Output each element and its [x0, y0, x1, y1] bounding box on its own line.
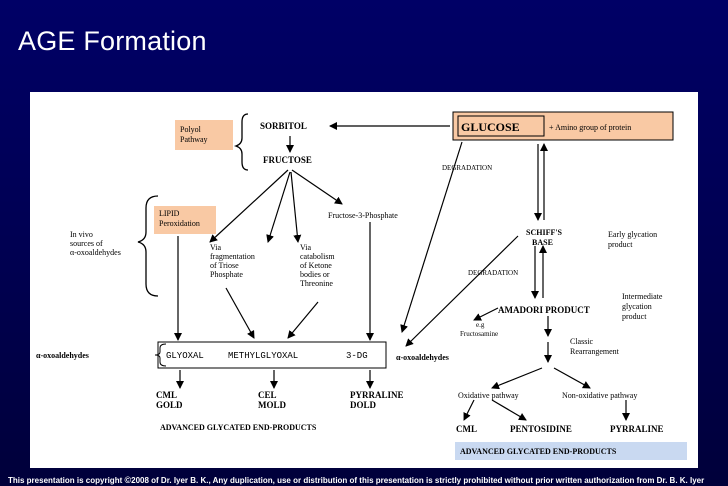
pentosidine-label: PENTOSIDINE — [510, 424, 572, 434]
cel-mold-label: CEL MOLD — [258, 390, 286, 410]
slide-title: AGE Formation — [18, 26, 207, 56]
3dg-label: 3-DG — [346, 351, 368, 361]
amadori-product-label: AMADORI PRODUCT — [498, 305, 590, 315]
arrow-glucose-oxo-right — [400, 141, 463, 333]
glyoxal-label: GLYOXAL — [166, 351, 204, 361]
in-vivo-sources-label: In vivo sources of α-oxoaldehydes — [70, 230, 121, 257]
pyrraline-dold-label: PYRRALINE DOLD — [350, 390, 406, 410]
arrow-split-oxidative — [491, 367, 543, 390]
arrow-split-nonoxidative — [553, 367, 591, 389]
methylglyoxal-label: METHYLGLYOXAL — [228, 351, 298, 361]
arrow-fructose-via2 — [290, 171, 302, 243]
fructose-label: FRUCTOSE — [263, 155, 312, 165]
polyol-pathway-box — [175, 120, 233, 150]
copyright-icon: © — [124, 475, 132, 485]
degradation-mid-label: DEGRADATION — [468, 269, 518, 277]
non-oxidative-pathway-label: Non-oxidative pathway — [562, 391, 637, 400]
early-glycation-label: Early glycation product — [608, 230, 659, 249]
diagram-panel: Polyol Pathway SORBITOL FRUCTOSE GLUCOSE… — [30, 92, 698, 468]
age-right-box — [455, 442, 687, 460]
lipid-peroxidation-box — [154, 206, 216, 234]
via-ketone-label: Via catabolism of Ketone bodies or Threo… — [300, 243, 337, 288]
footer-text: 2008 of Dr. Iyer B. K., Any duplication,… — [131, 476, 705, 485]
arrow-triose-methylglyoxal — [225, 287, 255, 339]
footer-prefix: This presentation is copyright — [8, 476, 123, 485]
arrow-oxidative-cml — [463, 399, 475, 421]
glucose-inner-box — [457, 115, 545, 137]
copyright-footer: This presentation is copyright ©2008 of … — [8, 475, 704, 485]
polyol-pathway-label: Polyol Pathway — [180, 125, 208, 144]
fructose-3-phosphate-label: Fructose-3-Phosphate — [328, 211, 398, 220]
age-right-label: ADVANCED GLYCATED END-PRODUCTS — [460, 447, 617, 456]
oxoaldehydes-left-label: α-oxoaldehydes — [36, 351, 89, 360]
polyol-brace — [233, 113, 249, 171]
in-vivo-brace — [137, 195, 159, 297]
lipid-peroxidation-label: LIPID Peroxidation — [159, 209, 200, 228]
schiffs-base-label: SCHIFF'S BASE — [526, 228, 564, 247]
glucose-label: GLUCOSE — [461, 120, 520, 134]
eg-fructosamine-label: e.g Fructosamine — [460, 321, 498, 338]
classic-rearrangement-label: Classic Rearrangement — [570, 337, 620, 356]
intermediate-glycation-label: Intermediate glycation product — [622, 292, 664, 321]
oxoaldehydes-right-label: α-oxoaldehydes — [396, 353, 449, 362]
arrow-ketone-methylglyoxal — [287, 301, 319, 339]
oxidative-pathway-label: Oxidative pathway — [458, 391, 519, 400]
arrow-fructose-triose — [209, 169, 289, 243]
glucose-box — [452, 111, 674, 141]
arrow-oxidative-pentosidine — [491, 399, 527, 421]
pyrraline-right-label: PYRRALINE — [610, 424, 664, 434]
arrow-schiff-oxo — [405, 235, 519, 347]
oxoaldehydes-left-brace — [154, 343, 167, 367]
sorbitol-label: SORBITOL — [260, 121, 307, 131]
arrow-fructose-via1 — [266, 171, 291, 243]
arrow-fructose-f3p — [291, 169, 343, 205]
age-formation-diagram: Polyol Pathway SORBITOL FRUCTOSE GLUCOSE… — [36, 111, 687, 460]
degradation-top-label: DEGRADATION — [442, 164, 492, 172]
via-triose-label: Via fragmentation of Triose Phosphate — [210, 243, 257, 279]
cml-right-label: CML — [456, 424, 477, 434]
age-left-label: ADVANCED GLYCATED END-PRODUCTS — [160, 423, 317, 432]
amino-group-label: + Amino group of protein — [549, 123, 631, 132]
cml-gold-label: CML GOLD — [156, 390, 183, 410]
arrow-group — [174, 122, 630, 421]
arrow-amadori-eg — [473, 307, 499, 321]
